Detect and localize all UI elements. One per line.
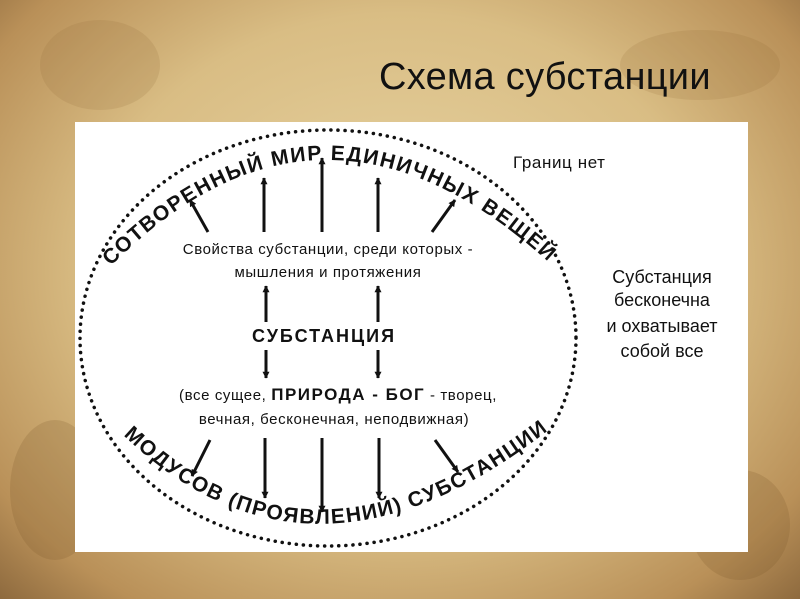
properties-line-2: мышления и протяжения <box>235 264 422 281</box>
properties-line-1: Свойства субстанции, среди которых - <box>183 241 473 258</box>
arrow-up-5 <box>430 199 457 233</box>
arrow-up-1 <box>188 199 210 233</box>
boundary-ellipse <box>78 128 578 548</box>
substance-note-line-1: Субстанция <box>612 267 711 287</box>
arrow-down-1 <box>190 439 212 477</box>
bottom-arc-label: МОДУСОВ (ПРОЯВЛЕНИЙ) СУБСТАНЦИИ <box>120 415 552 528</box>
slide-title: Схема субстанции <box>379 56 711 98</box>
substance-note-line-4: собой все <box>621 341 704 361</box>
no-boundaries-label: Границ нет <box>513 153 606 172</box>
nature-line-1: (все сущее, ПРИРОДА - БОГ - творец, <box>179 385 497 404</box>
arrow-down-5 <box>433 439 460 473</box>
nature-line-2: вечная, бесконечная, неподвижная) <box>199 411 469 428</box>
substance-label: СУБСТАНЦИЯ <box>252 326 396 346</box>
substance-note-line-3: и охватывает <box>606 316 717 336</box>
diagram-panel <box>75 122 748 552</box>
substance-note-line-2: бесконечна <box>614 290 711 310</box>
nature-god-label: ПРИРОДА - БОГ <box>271 385 425 404</box>
